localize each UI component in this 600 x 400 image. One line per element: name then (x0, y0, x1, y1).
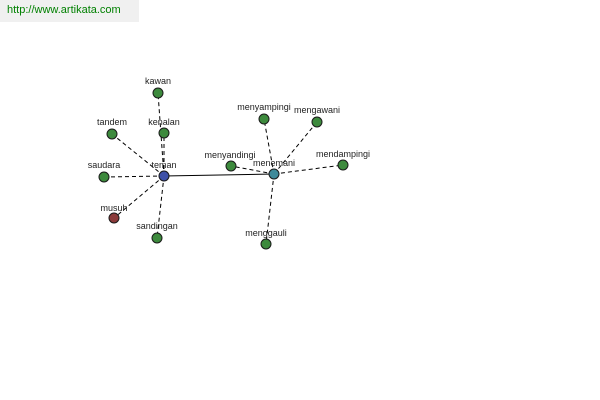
node-dot-kenalan[interactable] (158, 127, 170, 139)
node-saudara[interactable]: saudara (88, 160, 121, 183)
site-url-link[interactable]: http://www.artikata.com (7, 4, 121, 16)
edges-layer (103, 92, 344, 245)
node-mendampingi[interactable]: mendampingi (316, 149, 370, 171)
node-dot-teman[interactable] (158, 170, 170, 182)
node-label-menyandingi: menyandingi (204, 150, 255, 160)
edge-teman-menemani (163, 173, 275, 177)
node-label-menemani: menemani (253, 158, 295, 168)
url-banner: http://www.artikata.com (0, 0, 139, 22)
node-label-kawan: kawan (145, 76, 171, 86)
node-dot-saudara[interactable] (98, 171, 110, 183)
node-label-menggauli: menggauli (245, 228, 287, 238)
node-label-mengawani: mengawani (294, 105, 340, 115)
node-label-tandem: tandem (97, 117, 127, 127)
nodes-layer: teman menemani kawan tandem kenalan saudara mu… (88, 76, 370, 250)
node-mengawani[interactable]: mengawani (294, 105, 340, 128)
edge-menemani-menyampingi (263, 118, 275, 175)
edge-teman-saudara (103, 175, 165, 178)
node-dot-menggauli[interactable] (260, 238, 272, 250)
node-label-teman: teman (151, 160, 176, 170)
node-label-saudara: saudara (88, 160, 121, 170)
node-dot-musuh[interactable] (108, 212, 120, 224)
edge-teman-sandingan (156, 175, 165, 239)
node-menggauli[interactable]: menggauli (245, 228, 287, 250)
node-teman[interactable]: teman (151, 160, 177, 182)
edge-menemani-mengawani (273, 121, 318, 175)
node-kenalan[interactable]: kenalan (148, 117, 180, 139)
node-tandem[interactable]: tandem (97, 117, 127, 140)
node-label-kenalan: kenalan (148, 117, 180, 127)
node-dot-tandem[interactable] (106, 128, 118, 140)
node-label-mendampingi: mendampingi (316, 149, 370, 159)
node-label-menyampingi: menyampingi (237, 102, 291, 112)
node-label-musuh: musuh (100, 203, 127, 213)
node-menemani[interactable]: menemani (253, 158, 295, 180)
edge-menemani-menggauli (265, 173, 275, 245)
node-dot-sandingan[interactable] (151, 232, 163, 244)
node-dot-menyandingi[interactable] (225, 160, 237, 172)
edge-teman-musuh (113, 175, 165, 219)
edge-menemani-menyandingi (230, 165, 275, 175)
node-dot-menyampingi[interactable] (258, 113, 270, 125)
node-menyampingi[interactable]: menyampingi (237, 102, 291, 125)
node-label-sandingan: sandingan (136, 221, 178, 231)
node-dot-mendampingi[interactable] (337, 159, 349, 171)
edge-menemani-mendampingi (273, 164, 344, 175)
node-dot-menemani[interactable] (268, 168, 280, 180)
node-dot-kawan[interactable] (152, 87, 164, 99)
node-musuh[interactable]: musuh (100, 203, 128, 224)
node-menyandingi[interactable]: menyandingi (204, 150, 256, 172)
node-kawan[interactable]: kawan (145, 76, 171, 99)
node-sandingan[interactable]: sandingan (136, 221, 178, 244)
node-dot-mengawani[interactable] (311, 116, 323, 128)
